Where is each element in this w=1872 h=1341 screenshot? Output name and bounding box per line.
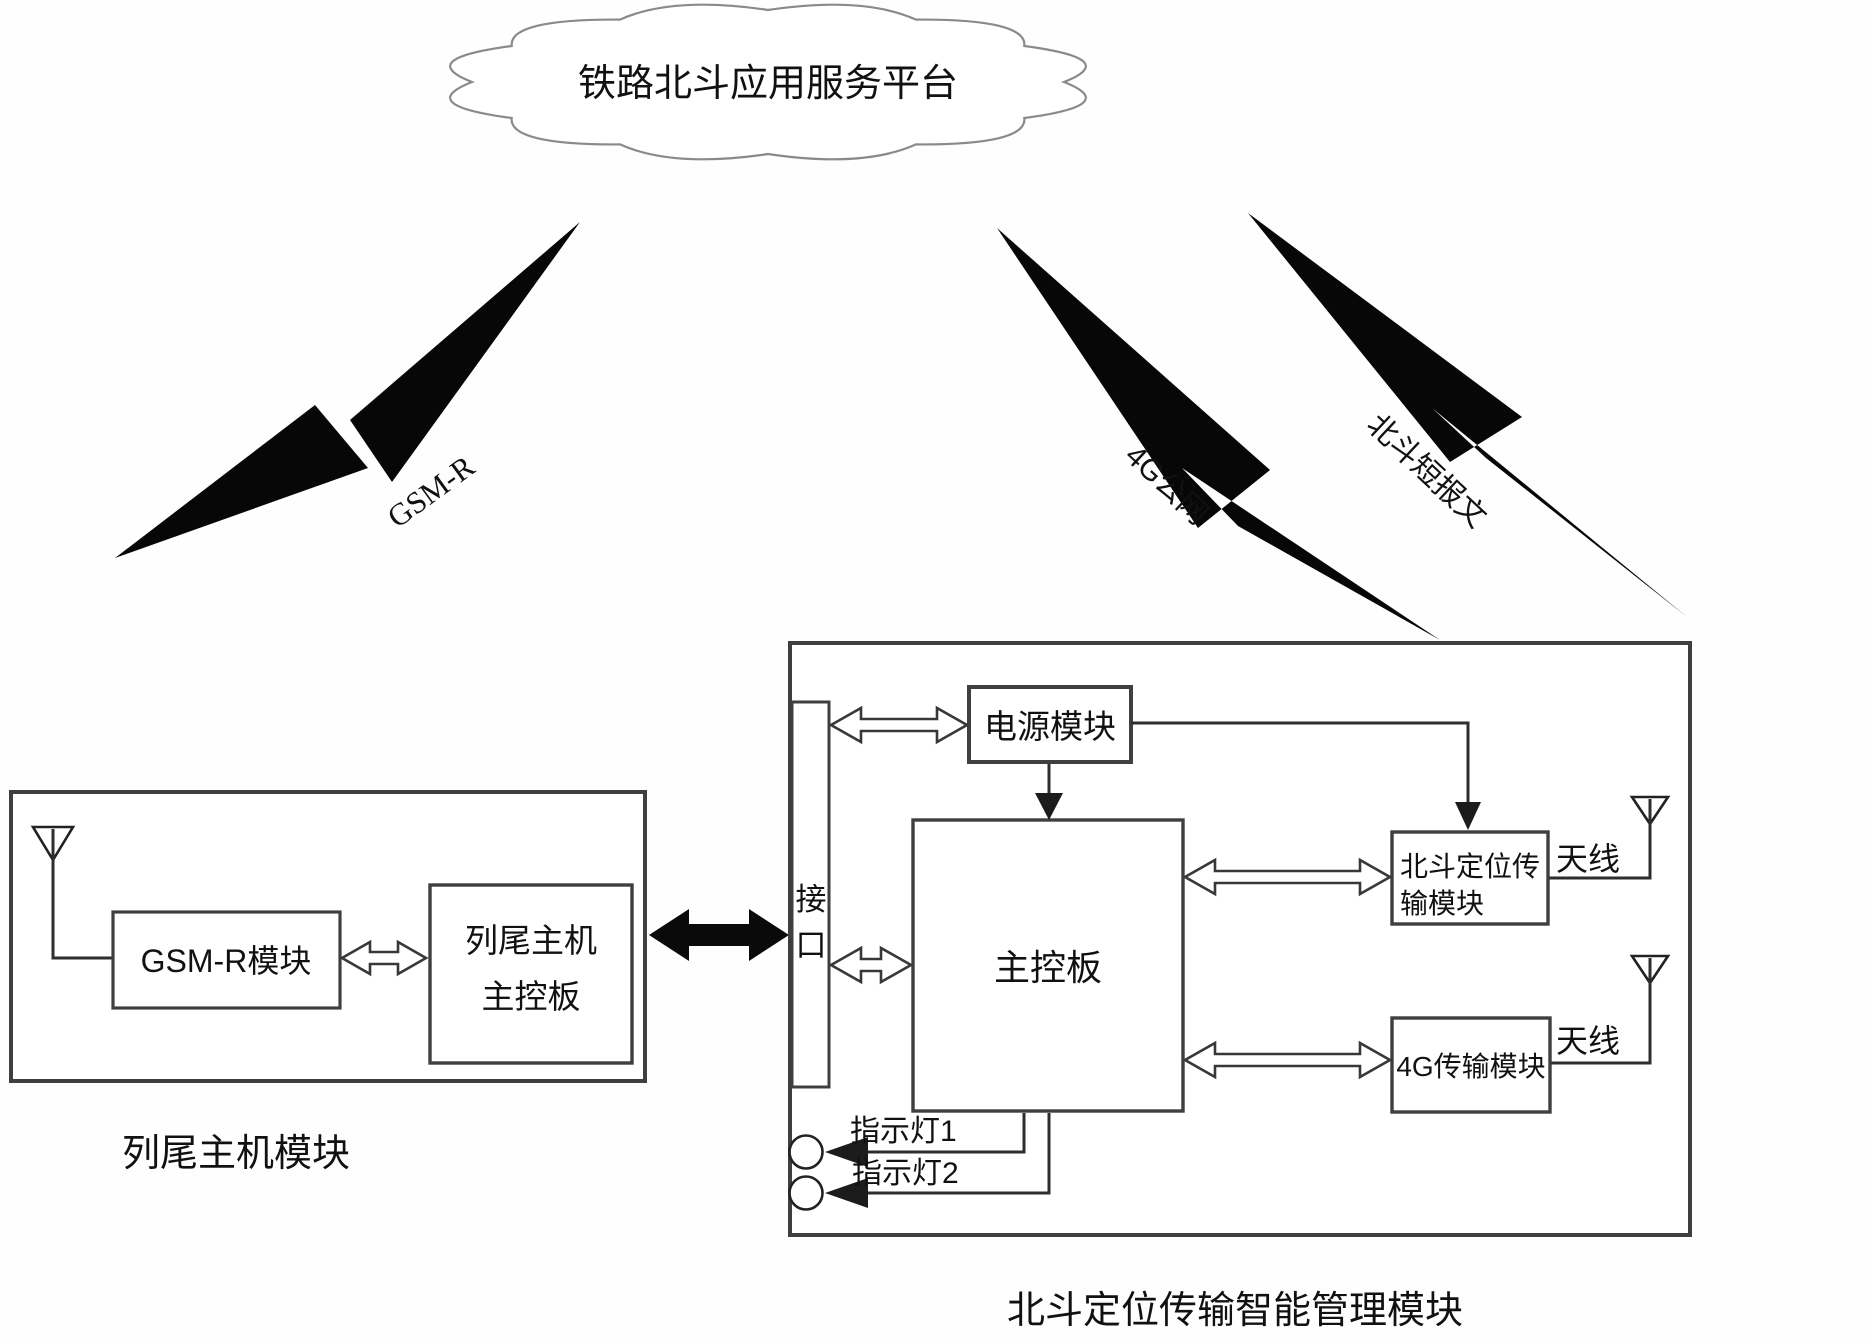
tail-host-board-line1: 列尾主机 — [465, 922, 597, 959]
interface-char-2: 口 — [796, 928, 827, 963]
led1-label: 指示灯1 — [850, 1115, 957, 1148]
tail-host-caption: 列尾主机模块 — [122, 1133, 350, 1175]
power-module-label: 电源模块 — [984, 708, 1116, 745]
tail-host-board-line2: 主控板 — [482, 978, 581, 1015]
cloud-label: 铁路北斗应用服务平台 — [578, 63, 958, 105]
beidou-module-caption: 北斗定位传输智能管理模块 — [1007, 1290, 1463, 1332]
bus-double-arrow — [649, 909, 789, 961]
tail-host-board-box — [430, 885, 632, 1063]
link-gsmr: GSM-R — [115, 222, 580, 558]
cloud-platform: 铁路北斗应用服务平台 — [450, 5, 1086, 160]
gsm-r-module-label: GSM-R模块 — [141, 943, 312, 979]
antenna-label-1: 天线 — [1556, 841, 1620, 877]
main-board-label: 主控板 — [994, 947, 1102, 988]
beidou-management-module: 接 口 电源模块 主控板 北斗定位传 输模块 4G传输模块 — [790, 643, 1691, 1332]
beidou-transmit-line2: 输模块 — [1400, 888, 1484, 919]
led-circle-icon — [790, 1136, 823, 1169]
g4-transmit-label: 4G传输模块 — [1396, 1051, 1545, 1082]
interface-char-1: 接 — [796, 882, 827, 917]
led2-label: 指示灯2 — [852, 1157, 959, 1190]
beidou-transmit-line1: 北斗定位传 — [1400, 851, 1540, 882]
lightning-bolt-icon — [115, 222, 580, 558]
led-circle-icon — [790, 1177, 823, 1210]
antenna-label-2: 天线 — [1556, 1023, 1620, 1059]
tail-host-module: GSM-R模块 列尾主机 主控板 列尾主机模块 — [11, 792, 645, 1175]
